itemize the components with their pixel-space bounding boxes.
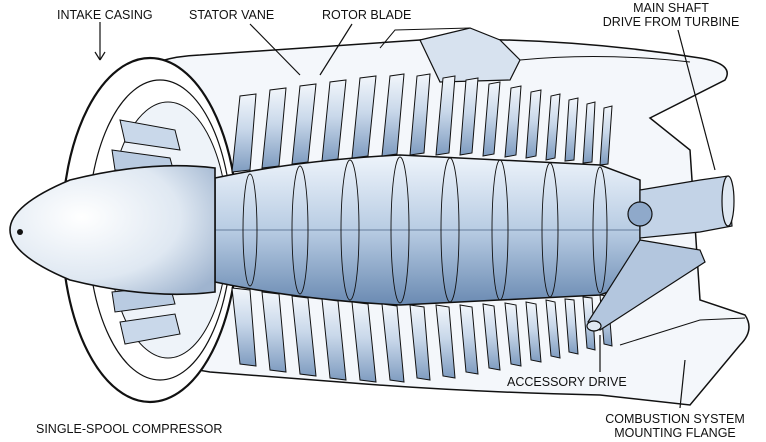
nose-cone (9, 164, 216, 296)
rotor-drum (214, 154, 641, 306)
figure-caption: SINGLE-SPOOL COMPRESSOR (36, 422, 223, 436)
combustion-label-line2: MOUNTING FLANGE (614, 426, 736, 440)
upper-blade-rows (231, 73, 613, 173)
main-shaft (627, 175, 735, 239)
stator-vane-label: STATOR VANE (189, 8, 275, 22)
combustion-label-line1: COMBUSTION SYSTEM (605, 412, 745, 426)
lower-blade-rows (231, 287, 613, 383)
leader-lines (94, 22, 716, 409)
rotor-blade-label: ROTOR BLADE (322, 8, 412, 22)
main-shaft-label-line2: DRIVE FROM TURBINE (602, 15, 740, 29)
accessory-drive-label: ACCESSORY DRIVE (507, 375, 627, 389)
accessory-drive-shaft (586, 239, 706, 332)
intake-casing-label: INTAKE CASING (57, 8, 153, 22)
main-shaft-label-line1: MAIN SHAFT (633, 1, 709, 15)
disc-rims (242, 156, 608, 304)
